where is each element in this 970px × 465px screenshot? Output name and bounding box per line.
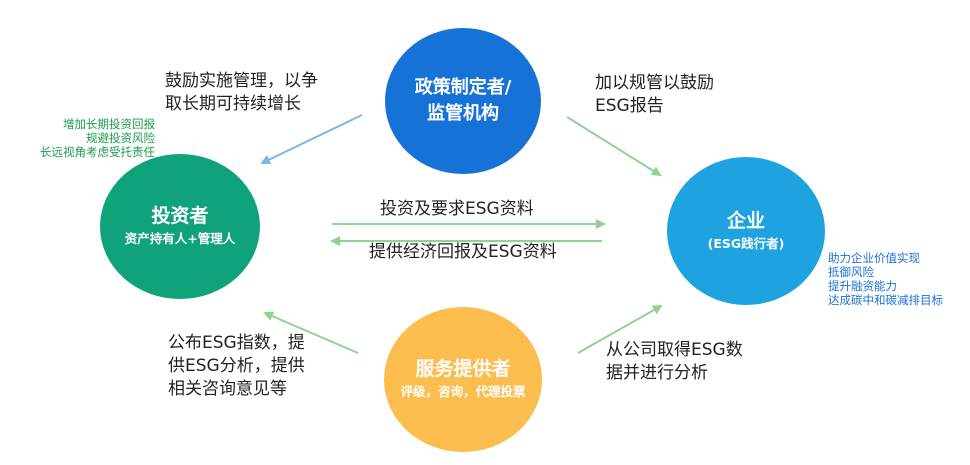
investor-title: 投资者 xyxy=(151,205,209,227)
company-benefits-list: 助力企业价值实现 抵御风险 提升融资能力 达成碳中和碳减排目标 xyxy=(828,251,943,307)
node-service-providers: 服务提供者 评级，咨询，代理投票 xyxy=(384,307,542,452)
label-policy-to-company: 加以规管以鼓励 ESG报告 xyxy=(595,72,714,118)
arrow-policy-to-investor xyxy=(260,114,363,165)
service-title: 服务提供者 xyxy=(415,358,511,380)
label-line: 鼓励实施管理，以争 xyxy=(165,71,318,91)
arrow-policy-to-company xyxy=(566,116,662,177)
label-policy-to-investor: 鼓励实施管理，以争 取长期可持续增长 xyxy=(165,70,318,116)
investor-benefit-item: 增加长期投资回报 xyxy=(63,117,155,131)
policy-title-line2: 监管机构 xyxy=(427,103,499,124)
node-investor: 投资者 资产持有人+管理人 xyxy=(100,154,260,299)
arrow-service-to-company xyxy=(577,305,663,354)
label-line: ESG报告 xyxy=(595,96,664,116)
company-benefit-item: 提升融资能力 xyxy=(828,279,897,293)
label-line: 加以规管以鼓励 xyxy=(595,73,714,93)
label-company-to-investor: 提供经济回报及ESG资料 xyxy=(369,242,557,262)
investor-subtitle: 资产持有人+管理人 xyxy=(124,231,236,246)
label-service-to-company: 从公司取得ESG数 据并进行分析 xyxy=(606,339,743,385)
node-company: 企业 (ESG践行者) xyxy=(667,157,825,305)
label-line: 公布ESG指数，提 xyxy=(168,333,305,353)
arrow-service-to-investor xyxy=(263,311,359,354)
label-line: 从公司取得ESG数 xyxy=(606,340,743,360)
label-service-to-investor: 公布ESG指数，提 供ESG分析，提供 相关咨询意见等 xyxy=(168,332,305,401)
label-line: 据并进行分析 xyxy=(606,363,708,383)
policy-title-line1: 政策制定者/ xyxy=(414,77,512,98)
investor-benefit-item: 长远视角考虑受托责任 xyxy=(40,145,155,159)
label-line: 供ESG分析，提供 xyxy=(168,356,305,376)
label-line: 相关咨询意见等 xyxy=(168,379,287,399)
company-title: 企业 xyxy=(726,209,765,232)
label-investor-to-company: 投资及要求ESG资料 xyxy=(380,199,534,219)
company-benefit-item: 助力企业价值实现 xyxy=(828,251,920,265)
company-benefit-item: 抵御风险 xyxy=(828,265,874,279)
node-policy-makers: 政策制定者/ 监管机构 xyxy=(385,28,541,174)
company-benefit-item: 达成碳中和碳减排目标 xyxy=(828,293,943,307)
investor-benefit-item: 规避投资风险 xyxy=(86,131,155,145)
company-subtitle: (ESG践行者) xyxy=(707,235,785,251)
investor-benefits-list: 增加长期投资回报 规避投资风险 长远视角考虑受托责任 xyxy=(40,117,155,159)
label-line: 取长期可持续增长 xyxy=(165,94,301,114)
service-subtitle: 评级，咨询，代理投票 xyxy=(400,384,526,399)
